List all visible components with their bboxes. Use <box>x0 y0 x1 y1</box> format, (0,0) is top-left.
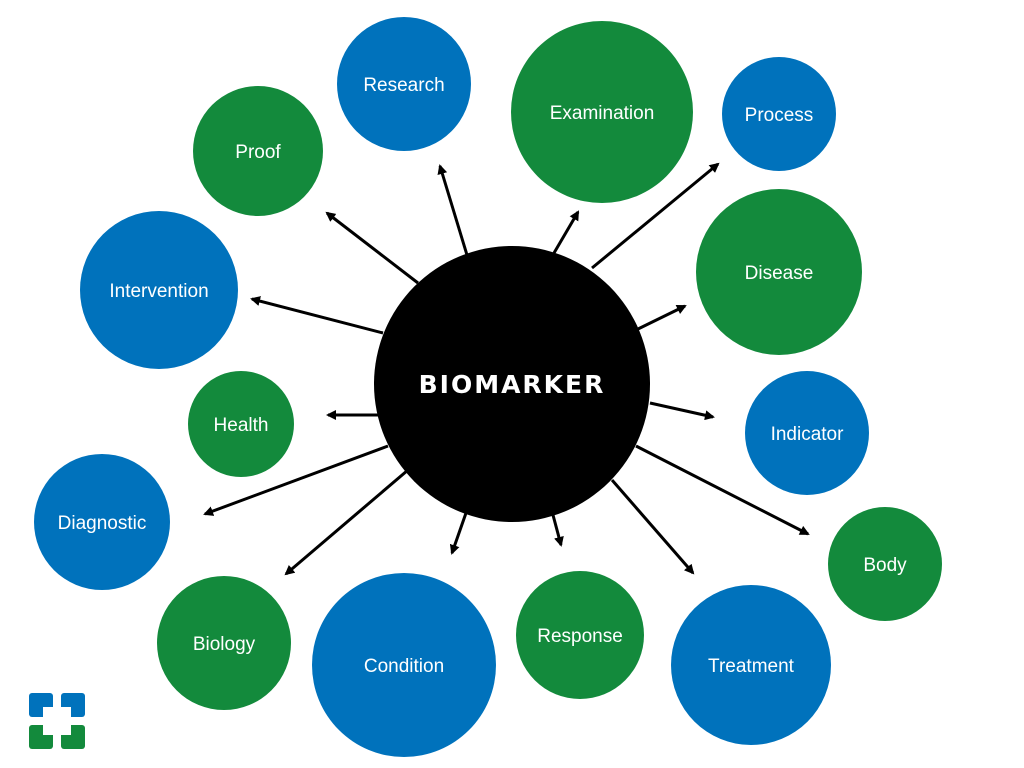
node-diagnostic: Diagnostic <box>34 454 170 590</box>
node-label-indicator: Indicator <box>771 424 845 445</box>
arrow-to-treatment <box>610 479 695 575</box>
node-research: Research <box>337 17 471 151</box>
arrow-to-research <box>437 164 469 256</box>
node-circle-health <box>188 371 294 477</box>
node-circle-disease <box>696 189 862 355</box>
arrow-to-body <box>635 444 810 536</box>
arrow-to-diagnostic <box>203 444 389 516</box>
arrow-to-examination <box>552 210 580 254</box>
node-proof: Proof <box>193 86 323 216</box>
arrows-layer <box>203 162 810 576</box>
node-circle-research <box>337 17 471 151</box>
arrow-to-indicator <box>649 401 715 421</box>
node-circle-biology <box>157 576 291 710</box>
node-label-condition: Condition <box>364 656 444 677</box>
node-circle-proof <box>193 86 323 216</box>
center-circle <box>374 246 650 522</box>
node-circle-intervention <box>80 211 238 369</box>
node-label-body: Body <box>863 555 907 576</box>
cross-logo-icon <box>29 693 85 749</box>
node-label-treatment: Treatment <box>708 656 795 677</box>
arrow-to-biology <box>284 468 409 576</box>
node-label-biology: Biology <box>193 634 256 655</box>
node-condition: Condition <box>312 573 496 757</box>
node-response: Response <box>516 571 644 699</box>
node-intervention: Intervention <box>80 211 238 369</box>
node-circle-condition <box>312 573 496 757</box>
node-health: Health <box>188 371 294 477</box>
arrow-to-proof <box>325 211 419 285</box>
node-circle-diagnostic <box>34 454 170 590</box>
center-node: BIOMARKER <box>374 246 650 522</box>
node-body: Body <box>828 507 942 621</box>
arrow-to-intervention <box>250 296 384 335</box>
node-indicator: Indicator <box>745 371 869 495</box>
node-circle-examination <box>511 21 693 203</box>
node-label-health: Health <box>214 415 269 436</box>
node-treatment: Treatment <box>671 585 831 745</box>
node-process: Process <box>722 57 836 171</box>
node-circle-response <box>516 571 644 699</box>
node-circle-process <box>722 57 836 171</box>
node-label-intervention: Intervention <box>109 281 208 302</box>
node-disease: Disease <box>696 189 862 355</box>
node-circle-indicator <box>745 371 869 495</box>
node-label-research: Research <box>363 75 444 96</box>
arrow-to-disease <box>637 304 687 331</box>
node-circle-treatment <box>671 585 831 745</box>
arrow-to-process <box>591 162 720 270</box>
node-biology: Biology <box>157 576 291 710</box>
arrow-to-condition <box>449 512 468 555</box>
node-label-process: Process <box>745 105 814 126</box>
center-label: BIOMARKER <box>419 370 606 399</box>
node-circle-body <box>828 507 942 621</box>
node-examination: Examination <box>511 21 693 203</box>
arrow-to-response <box>551 514 564 547</box>
node-label-response: Response <box>537 626 623 647</box>
node-label-examination: Examination <box>550 103 655 124</box>
node-label-proof: Proof <box>235 142 281 163</box>
node-label-disease: Disease <box>745 263 814 284</box>
node-label-diagnostic: Diagnostic <box>58 513 147 534</box>
